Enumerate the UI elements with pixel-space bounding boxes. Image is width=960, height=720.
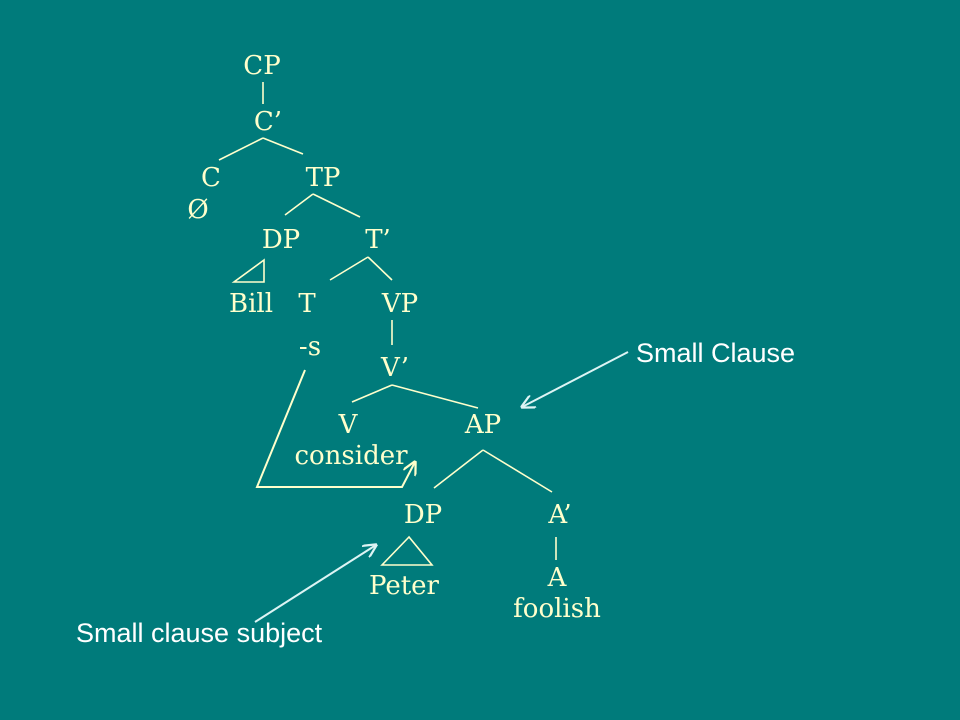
affix-movement-arrow — [255, 369, 415, 488]
small-clause-label: Small Clause — [636, 338, 795, 368]
small-clause-subject-label: Small clause subject — [76, 618, 323, 648]
branch-cbar-tp — [262, 137, 304, 155]
branch-tbar-vp — [367, 256, 393, 281]
word-bill: Bill — [229, 289, 273, 319]
node-vp: VP — [381, 289, 418, 319]
node-tp: TP — [306, 163, 341, 193]
node-dp-small-clause: DP — [404, 500, 442, 530]
branch-ap-abar — [482, 449, 553, 493]
node-ap: AP — [464, 410, 501, 440]
branch-vbar-ap — [391, 384, 479, 409]
node-v-bar: V’ — [380, 353, 409, 383]
branch-tp-dp — [284, 193, 314, 216]
word-consider: consider — [294, 441, 408, 471]
node-dp-subject: DP — [262, 225, 300, 255]
triangle-dp-peter — [380, 535, 434, 566]
null-complementizer: Ø — [187, 195, 208, 225]
node-v: V — [338, 410, 359, 440]
node-t: T — [298, 289, 316, 319]
small-clause-subject-arrow — [254, 545, 376, 623]
triangle-dp-bill — [231, 258, 265, 283]
word-peter: Peter — [369, 571, 440, 601]
tense-affix: -s — [299, 332, 321, 362]
branch-cbar-c — [218, 137, 264, 161]
node-a-bar: A’ — [547, 500, 571, 530]
branch-vbar-v — [351, 384, 393, 403]
branch-ap-dp — [433, 449, 484, 489]
branch-tp-tbar — [312, 193, 361, 218]
node-t-bar: T’ — [365, 225, 391, 255]
branch-tbar-t — [329, 256, 369, 281]
small-clause-arrow — [522, 351, 629, 407]
word-foolish: foolish — [513, 594, 601, 624]
node-cp: CP — [243, 51, 280, 81]
node-c: C — [201, 163, 221, 193]
node-a: A — [547, 563, 568, 593]
node-c-bar: C’ — [254, 107, 282, 137]
